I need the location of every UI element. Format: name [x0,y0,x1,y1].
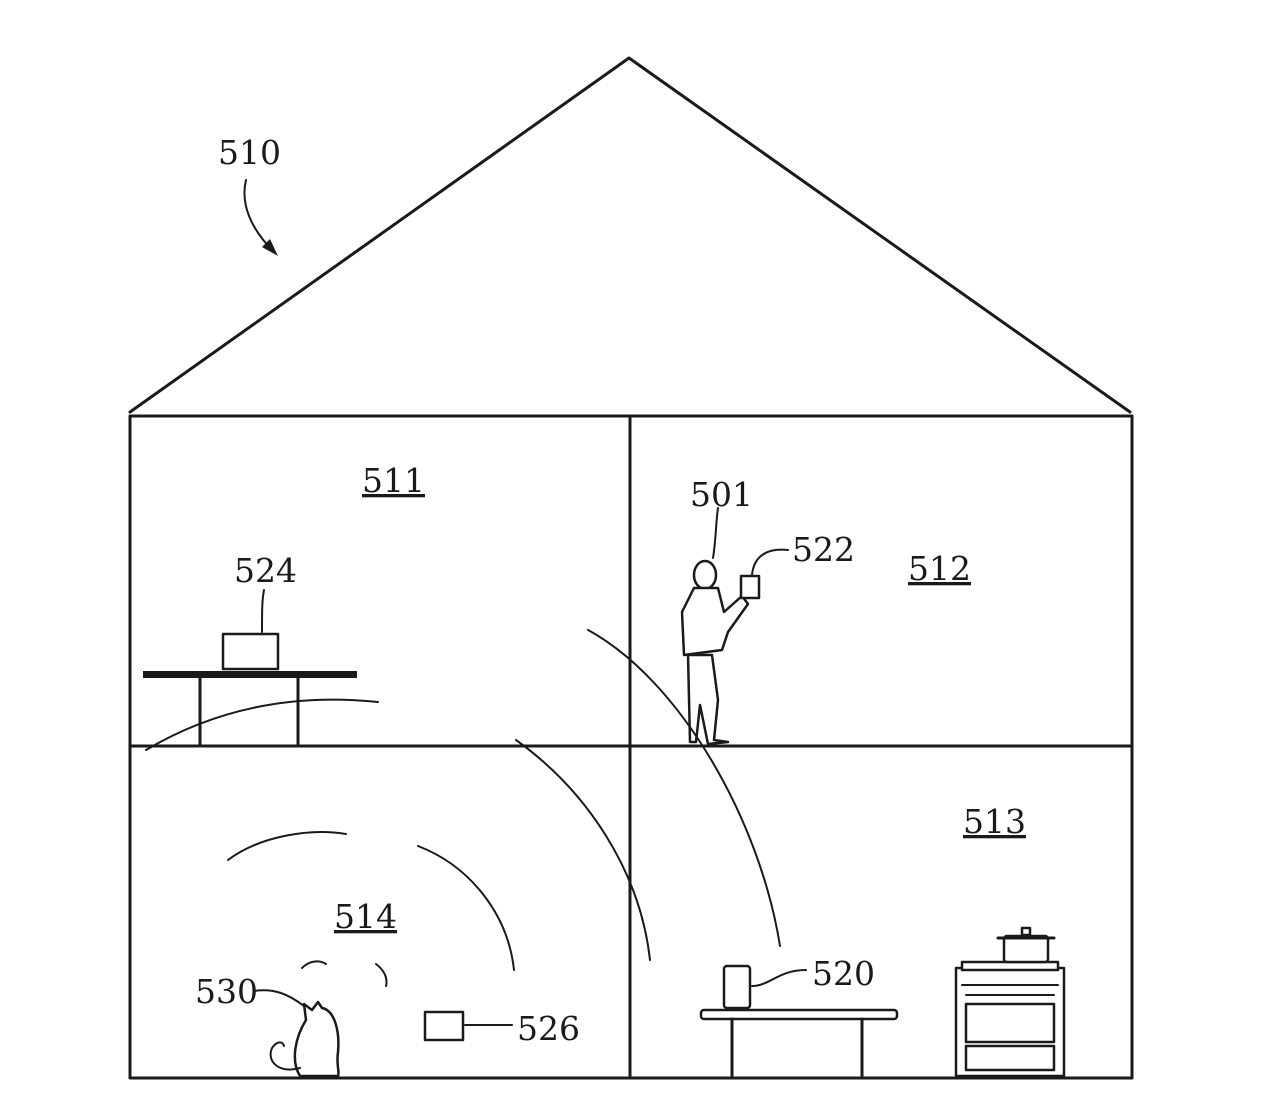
room-label-bottom-left: 514 [334,897,397,936]
house-label: 510 [218,133,281,172]
speaker-device [722,964,807,1010]
wall-panel-device [739,548,789,600]
room-label-top-left: 511 [362,461,425,500]
box-device [423,1010,513,1042]
stove-appliance [954,960,1066,1078]
cat-figure [253,989,340,1078]
table-bottom-right [699,1008,899,1080]
pet-label: 530 [195,972,258,1011]
room-label-bottom-right: 513 [963,802,1026,841]
speaker-label: 520 [812,954,875,993]
table-top-left [143,671,357,748]
laptop-label: 524 [234,551,297,590]
room-label-top-right: 512 [908,549,971,588]
user-figure [680,507,750,746]
cooking-pot [996,926,1056,964]
box-label: 526 [517,1009,580,1048]
laptop-device [221,589,280,671]
user-label: 501 [690,475,753,514]
house-outline [128,56,1134,1080]
wall-panel-label: 522 [792,530,855,569]
signal-waves [145,629,781,987]
house-reference-arrow [243,179,278,256]
